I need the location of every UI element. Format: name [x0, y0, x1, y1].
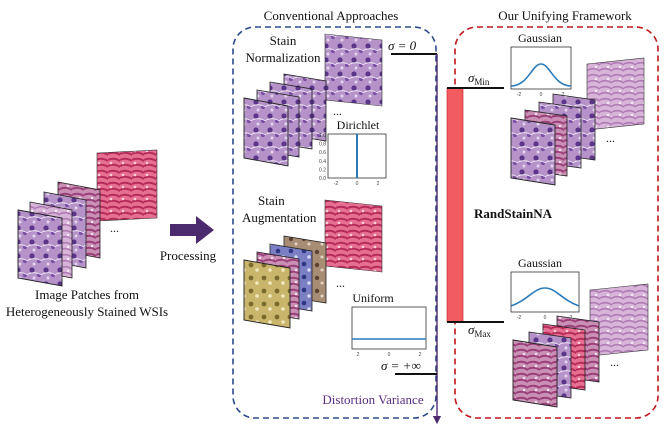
uniform-xtick-3: 2 — [419, 352, 422, 358]
normalization-patch-stack: ... — [243, 33, 383, 167]
distortion-variance-label: Distortion Variance — [322, 392, 423, 407]
framework-bottom-patch-front — [512, 339, 558, 408]
dirichlet-xtick-3: 2 — [377, 181, 380, 187]
input-patch-front — [17, 209, 63, 287]
stain-normalization-label-line2: Normalization — [245, 50, 321, 65]
uniform-title: Uniform — [352, 291, 394, 305]
uniform-plot: Uniform 2 0 2 — [351, 291, 427, 358]
dirichlet-ytick-5: 0.2 — [319, 167, 326, 173]
stain-augmentation-label-line2: Augmentation — [242, 210, 317, 225]
dirichlet-ytick-4: 0.4 — [319, 159, 326, 165]
dirichlet-plot: Dirichlet 1.0 0.8 0.6 0.4 0.2 0.0 -2 0 2 — [319, 118, 387, 187]
input-patch-stack: ... — [17, 149, 158, 287]
framework-top-patch-back — [586, 57, 645, 131]
uniform-axes — [351, 306, 427, 350]
randstainna-label: RandStainNA — [474, 206, 553, 221]
sigma-inf-label: σ = +∞ — [381, 358, 421, 373]
input-patch-back — [96, 149, 158, 222]
augmentation-ellipsis: ... — [336, 276, 345, 290]
sigma-max-subscript: Max — [474, 329, 491, 339]
stain-normalization-label-line1: Stain — [270, 33, 297, 48]
gaussian-top-plot: Gaussian -2 0 2 — [510, 31, 572, 98]
dirichlet-xtick-2: 0 — [356, 181, 359, 187]
dirichlet-xtick-1: -2 — [334, 181, 339, 187]
sigma-max-label: σMax — [468, 322, 491, 339]
gaussian-bottom-xtick-2: 0 — [544, 315, 547, 321]
input-ellipsis: ... — [110, 221, 119, 235]
gaussian-bottom-curve — [510, 287, 580, 307]
normalization-patch-back — [324, 33, 383, 107]
randstainna-range-bar — [446, 87, 464, 323]
dirichlet-ytick-6: 0.0 — [319, 176, 326, 182]
augmentation-patch-front — [243, 259, 291, 329]
sigma-min-symbol: σ — [468, 70, 475, 85]
framework-bottom-ellipsis: ... — [610, 355, 619, 369]
normalization-patch-front — [243, 97, 289, 167]
sigma-min-subscript: Min — [474, 77, 490, 87]
dirichlet-ytick-3: 0.6 — [319, 150, 326, 156]
dirichlet-ytick-2: 0.8 — [319, 142, 326, 148]
uniform-xtick-1: 2 — [357, 352, 360, 358]
framework-top-patch-front — [510, 117, 556, 186]
sigma-zero-label: σ = 0 — [388, 38, 417, 53]
framework-top-ellipsis: ... — [606, 131, 615, 145]
framework-title: Our Unifying Framework — [498, 8, 632, 23]
stain-augmentation-label-line1: Stain — [258, 193, 285, 208]
gaussian-top-xtick-2: 0 — [540, 92, 543, 98]
processing-arrow-icon — [170, 216, 214, 244]
input-caption-line1: Image Patches from — [35, 287, 139, 302]
gaussian-bottom-title: Gaussian — [518, 256, 562, 270]
gaussian-bottom-xtick-1: -2 — [517, 315, 522, 321]
dirichlet-ytick-1: 1.0 — [319, 133, 326, 139]
sigma-min-label: σMin — [468, 70, 490, 87]
framework-bottom-patch-stack: ... — [512, 283, 649, 408]
conventional-title: Conventional Approaches — [264, 8, 399, 23]
gaussian-top-xtick-1: -2 — [517, 92, 522, 98]
uniform-xtick-2: 0 — [388, 352, 391, 358]
input-caption-line2: Heterogeneously Stained WSIs — [6, 304, 168, 319]
processing-label: Processing — [160, 248, 217, 263]
gaussian-bottom-plot: Gaussian -2 0 2 — [510, 256, 580, 321]
augmentation-patch-back — [324, 199, 383, 273]
augmentation-patch-stack: ... — [243, 199, 383, 329]
gaussian-top-curve — [510, 63, 572, 87]
conventional-box — [232, 26, 437, 419]
dirichlet-title: Dirichlet — [337, 118, 380, 132]
gaussian-top-xtick-3: 2 — [562, 92, 565, 98]
normalization-ellipsis: ... — [333, 104, 342, 118]
framework-top-patch-stack: ... — [510, 57, 645, 186]
gaussian-bottom-axes — [510, 271, 580, 313]
sigma-max-symbol: σ — [468, 322, 475, 337]
gaussian-top-title: Gaussian — [518, 31, 562, 45]
